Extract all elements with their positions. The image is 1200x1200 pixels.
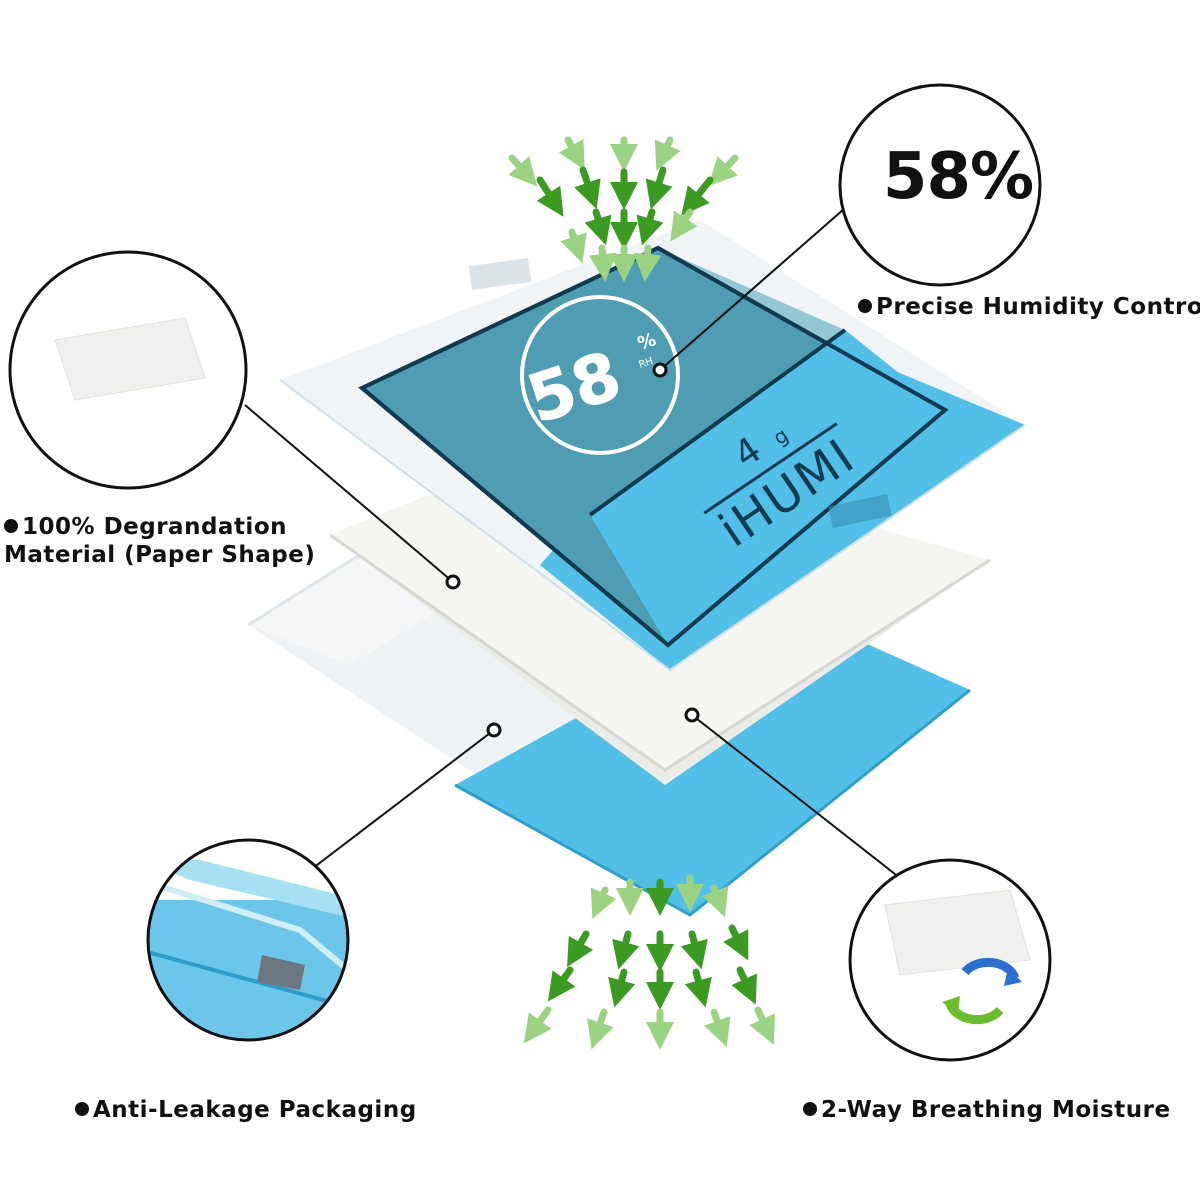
leader-lines xyxy=(244,194,901,879)
humidity-label: Precise Humidity Control xyxy=(858,293,1200,321)
bullet-icon xyxy=(803,1102,817,1116)
humidity-big-value: 58% xyxy=(882,140,1034,214)
degradation-callout xyxy=(8,250,248,490)
leader-dots xyxy=(445,362,700,738)
paper-sample-small xyxy=(884,889,1031,976)
rh-unit-bottom: RH xyxy=(638,356,655,371)
degradation-label: 100% Degrandation Material (Paper Shape) xyxy=(4,514,316,568)
leakage-callout xyxy=(146,838,350,1042)
paper-sample xyxy=(54,317,206,401)
humidity-callout-circle xyxy=(838,83,1042,287)
rh-unit-top: % xyxy=(635,329,659,355)
bullet-icon xyxy=(858,299,872,313)
seal-strip xyxy=(257,955,305,990)
moisture-in-arrows xyxy=(508,136,739,282)
bullet-icon xyxy=(4,519,18,533)
breathing-label: 2-Way Breathing Moisture xyxy=(803,1096,1171,1124)
breathing-callout xyxy=(848,858,1052,1062)
bullet-icon xyxy=(75,1102,89,1116)
leakage-label: Anti-Leakage Packaging xyxy=(75,1096,417,1124)
moisture-out-arrows xyxy=(523,874,775,1050)
top-packet-layer: 58 % RH 4 g iHUMI xyxy=(279,220,1026,672)
rh-badge-ring xyxy=(520,295,680,455)
packet-seal-mark xyxy=(468,257,532,291)
